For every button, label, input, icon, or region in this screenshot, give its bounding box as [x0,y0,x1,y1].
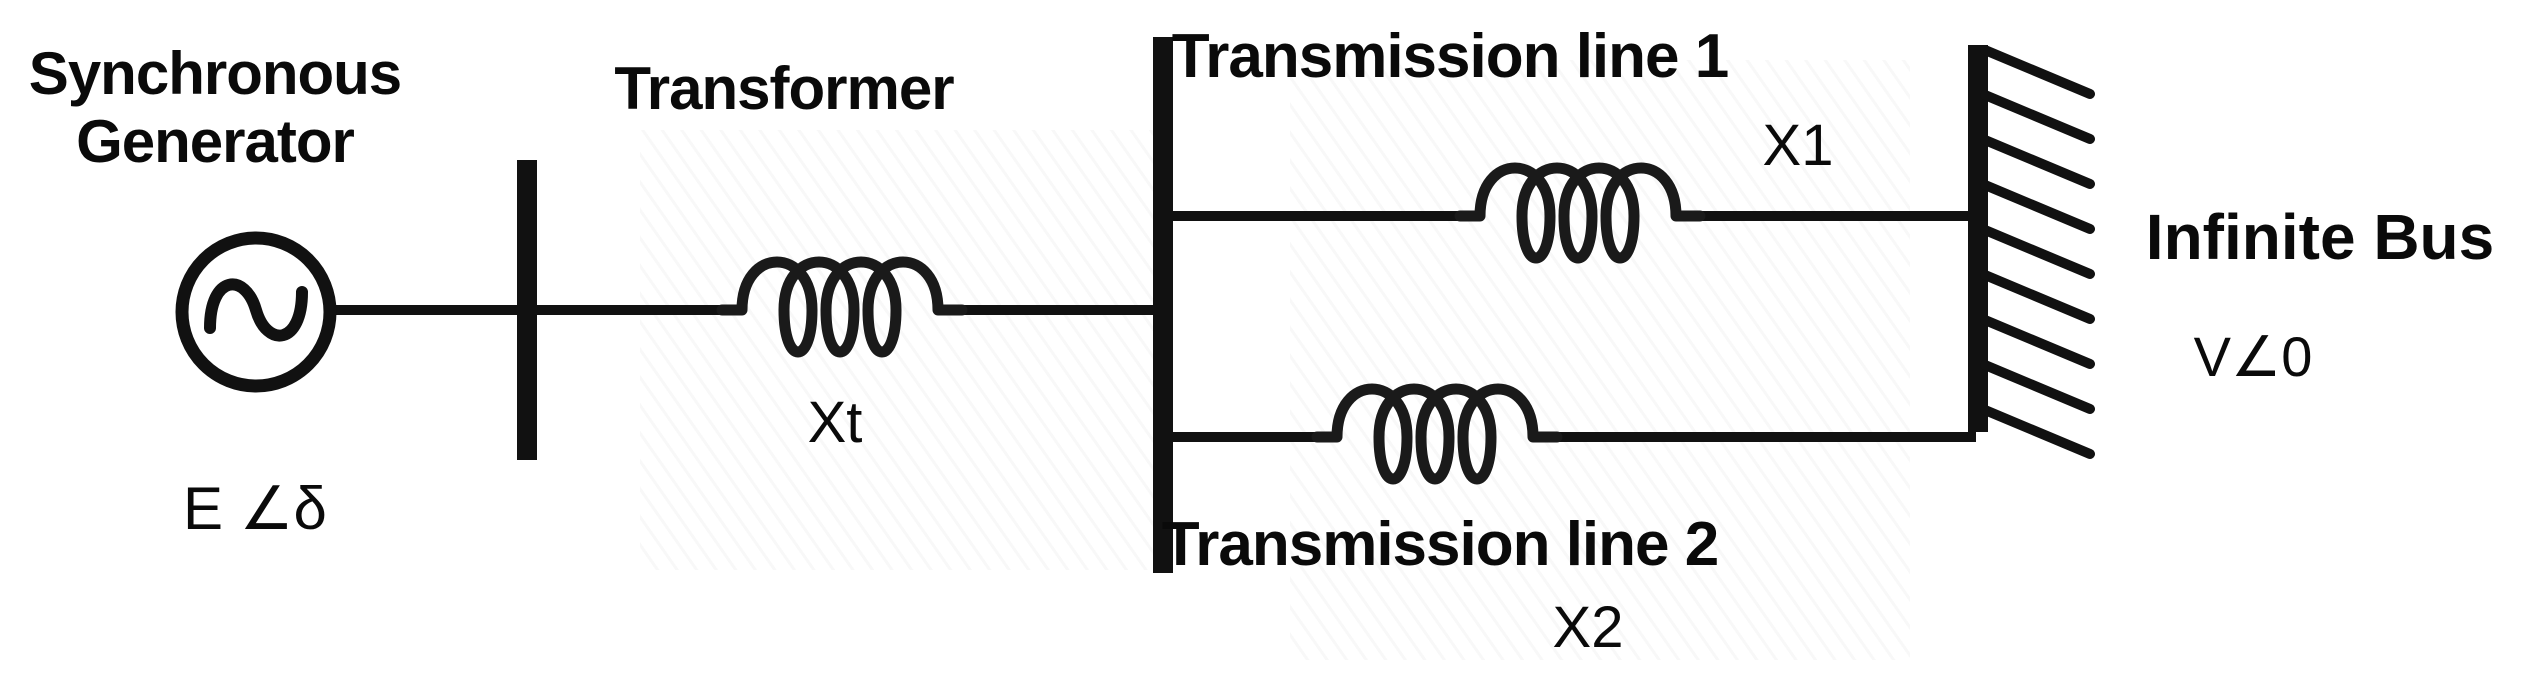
wire-line1-left [1168,211,1468,221]
transformer-reactance-label: Xt [807,390,863,455]
generator-bus-bar [517,160,537,460]
middle-bus-bar [1153,37,1173,573]
infinite-bus-bar [1968,45,1988,432]
ac-source-circle [175,231,337,393]
inductor-coils [716,162,1706,485]
wire-line1-right [1692,211,1976,221]
line1-coil-icon [1454,162,1706,264]
transmission-line-2-title: Transmission line 2 [1161,510,1719,579]
wire-line2-right [1549,432,1976,442]
ac-source-icon [175,231,337,393]
line1-reactance-label: X1 [1762,113,1834,178]
transmission-line-1-title: Transmission line 1 [1171,22,1729,91]
transformer-coil-icon [716,256,968,358]
infinite-bus-title: Infinite Bus [2145,201,2495,273]
generator-emf-label: E ∠δ [183,475,327,542]
sine-wave-icon [204,278,308,342]
wire-transformer-to-middle-bus [957,305,1163,315]
line2-coil-icon [1311,383,1563,485]
generator-title: Synchronous Generator [28,40,417,175]
infinite-bus-hatching [1980,45,2095,459]
line2-reactance-label: X2 [1552,595,1624,660]
transformer-title: Transformer [614,55,954,122]
infinite-bus-voltage-label: V∠0 [2193,325,2313,388]
wire-line2-left [1168,432,1326,442]
infinite-bus-wall-icon [1968,45,2095,459]
